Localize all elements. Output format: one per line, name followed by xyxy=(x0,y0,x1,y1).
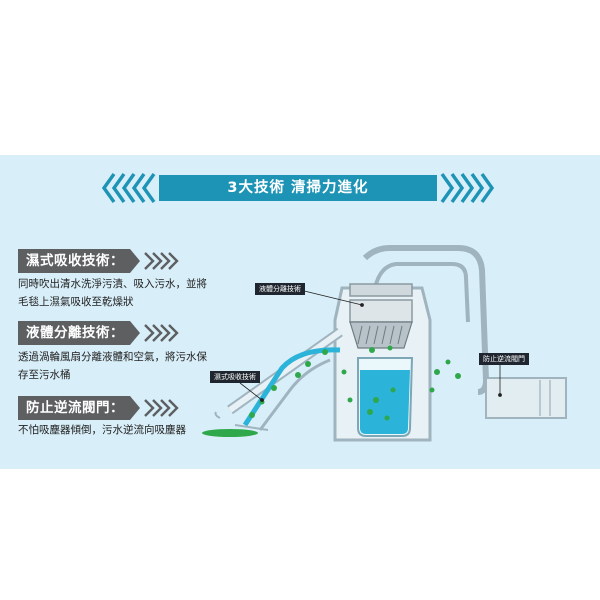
callout-backflow-valve: 防止逆流閥門 xyxy=(479,353,529,365)
section-tab-liquid-separation: 液體分離技術： xyxy=(18,321,183,345)
section-label: 防止逆流閥門： xyxy=(18,396,130,420)
section-desc-backflow-valve: 不怕吸塵器傾倒，污水逆流向吸塵器 xyxy=(18,421,186,439)
hose-tube xyxy=(485,377,567,419)
banner-chevrons-right xyxy=(440,170,496,206)
banner-title: 3大技術 清掃力進化 xyxy=(159,175,437,201)
section-desc-wet-suction: 同時吹出清水洗淨污漬、吸入污水，並將 毛毯上濕氣吸收至乾燥狀 xyxy=(18,275,207,311)
chevron-right-icon xyxy=(143,397,183,419)
desc-line: 同時吹出清水洗淨污漬、吸入污水，並將 xyxy=(18,278,207,290)
desc-line: 毛毯上濕氣吸收至乾燥狀 xyxy=(18,296,134,308)
floor-stain xyxy=(202,429,258,437)
section-label: 液體分離技術： xyxy=(18,321,130,345)
desc-line: 不怕吸塵器傾倒，污水逆流向吸塵器 xyxy=(18,424,186,436)
banner-chevrons-left xyxy=(100,170,156,206)
desc-line: 存至污水桶 xyxy=(18,369,71,381)
chevron-right-icon xyxy=(143,250,183,272)
callout-wet-suction: 濕式吸收技術 xyxy=(210,371,260,383)
fan-icon xyxy=(349,321,413,349)
section-tab-wet-suction: 濕式吸收技術： xyxy=(18,249,183,273)
section-desc-liquid-separation: 透過渦輪風扇分離液體和空氣，將污水保 存至污水桶 xyxy=(18,348,207,384)
section-label: 濕式吸收技術： xyxy=(18,249,130,273)
section-tab-backflow-valve: 防止逆流閥門： xyxy=(18,396,183,420)
chevron-right-icon xyxy=(440,173,495,203)
callout-liquid-separation: 液體分離技術 xyxy=(255,283,305,295)
dirty-water xyxy=(360,370,410,434)
chevron-left-icon xyxy=(101,173,156,203)
chevron-right-icon xyxy=(143,322,183,344)
desc-line: 透過渦輪風扇分離液體和空氣，將污水保 xyxy=(18,351,207,363)
vacuum-illustration xyxy=(202,245,567,442)
